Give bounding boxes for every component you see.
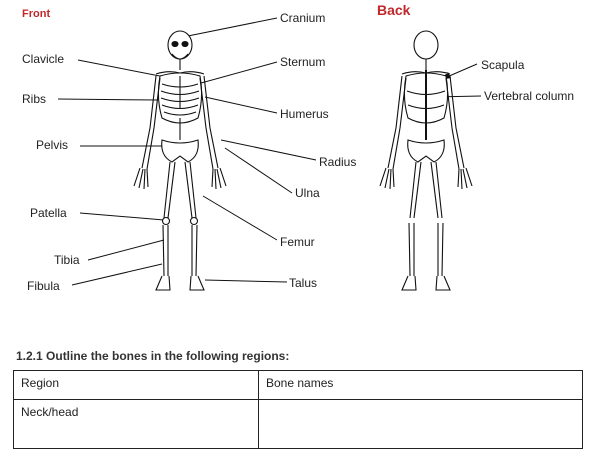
label-patella: Patella xyxy=(30,206,67,220)
cell-region: Neck/head xyxy=(13,399,259,449)
back-skeleton-illustration xyxy=(379,30,473,291)
regions-table: Region Bone names Neck/head xyxy=(13,370,583,449)
label-vertebral-column: Vertebral column xyxy=(484,89,575,103)
table-row: Neck/head xyxy=(13,399,583,449)
label-fibula: Fibula xyxy=(27,279,60,293)
label-scapula: Scapula xyxy=(481,58,525,72)
label-femur: Femur xyxy=(280,235,315,249)
label-ulna: Ulna xyxy=(295,186,320,200)
cell-bone-names-input[interactable] xyxy=(258,399,583,449)
label-sternum: Sternum xyxy=(280,55,326,69)
front-skeleton-illustration xyxy=(133,30,227,291)
label-pelvis: Pelvis xyxy=(36,138,69,152)
leader-lines xyxy=(57,17,482,286)
label-ribs: Ribs xyxy=(22,92,47,106)
label-cranium: Cranium xyxy=(280,11,326,25)
table-header-row: Region Bone names xyxy=(13,370,583,400)
question-heading: 1.2.1 Outline the bones in the following… xyxy=(16,349,290,363)
label-humerus: Humerus xyxy=(280,107,329,121)
label-tibia: Tibia xyxy=(54,253,80,267)
header-region: Region xyxy=(13,370,259,400)
header-bone-names: Bone names xyxy=(258,370,583,400)
label-radius: Radius xyxy=(319,155,357,169)
front-heading: Front xyxy=(22,8,51,20)
label-talus: Talus xyxy=(289,276,318,290)
back-heading: Back xyxy=(377,2,411,18)
label-clavicle: Clavicle xyxy=(22,52,65,66)
